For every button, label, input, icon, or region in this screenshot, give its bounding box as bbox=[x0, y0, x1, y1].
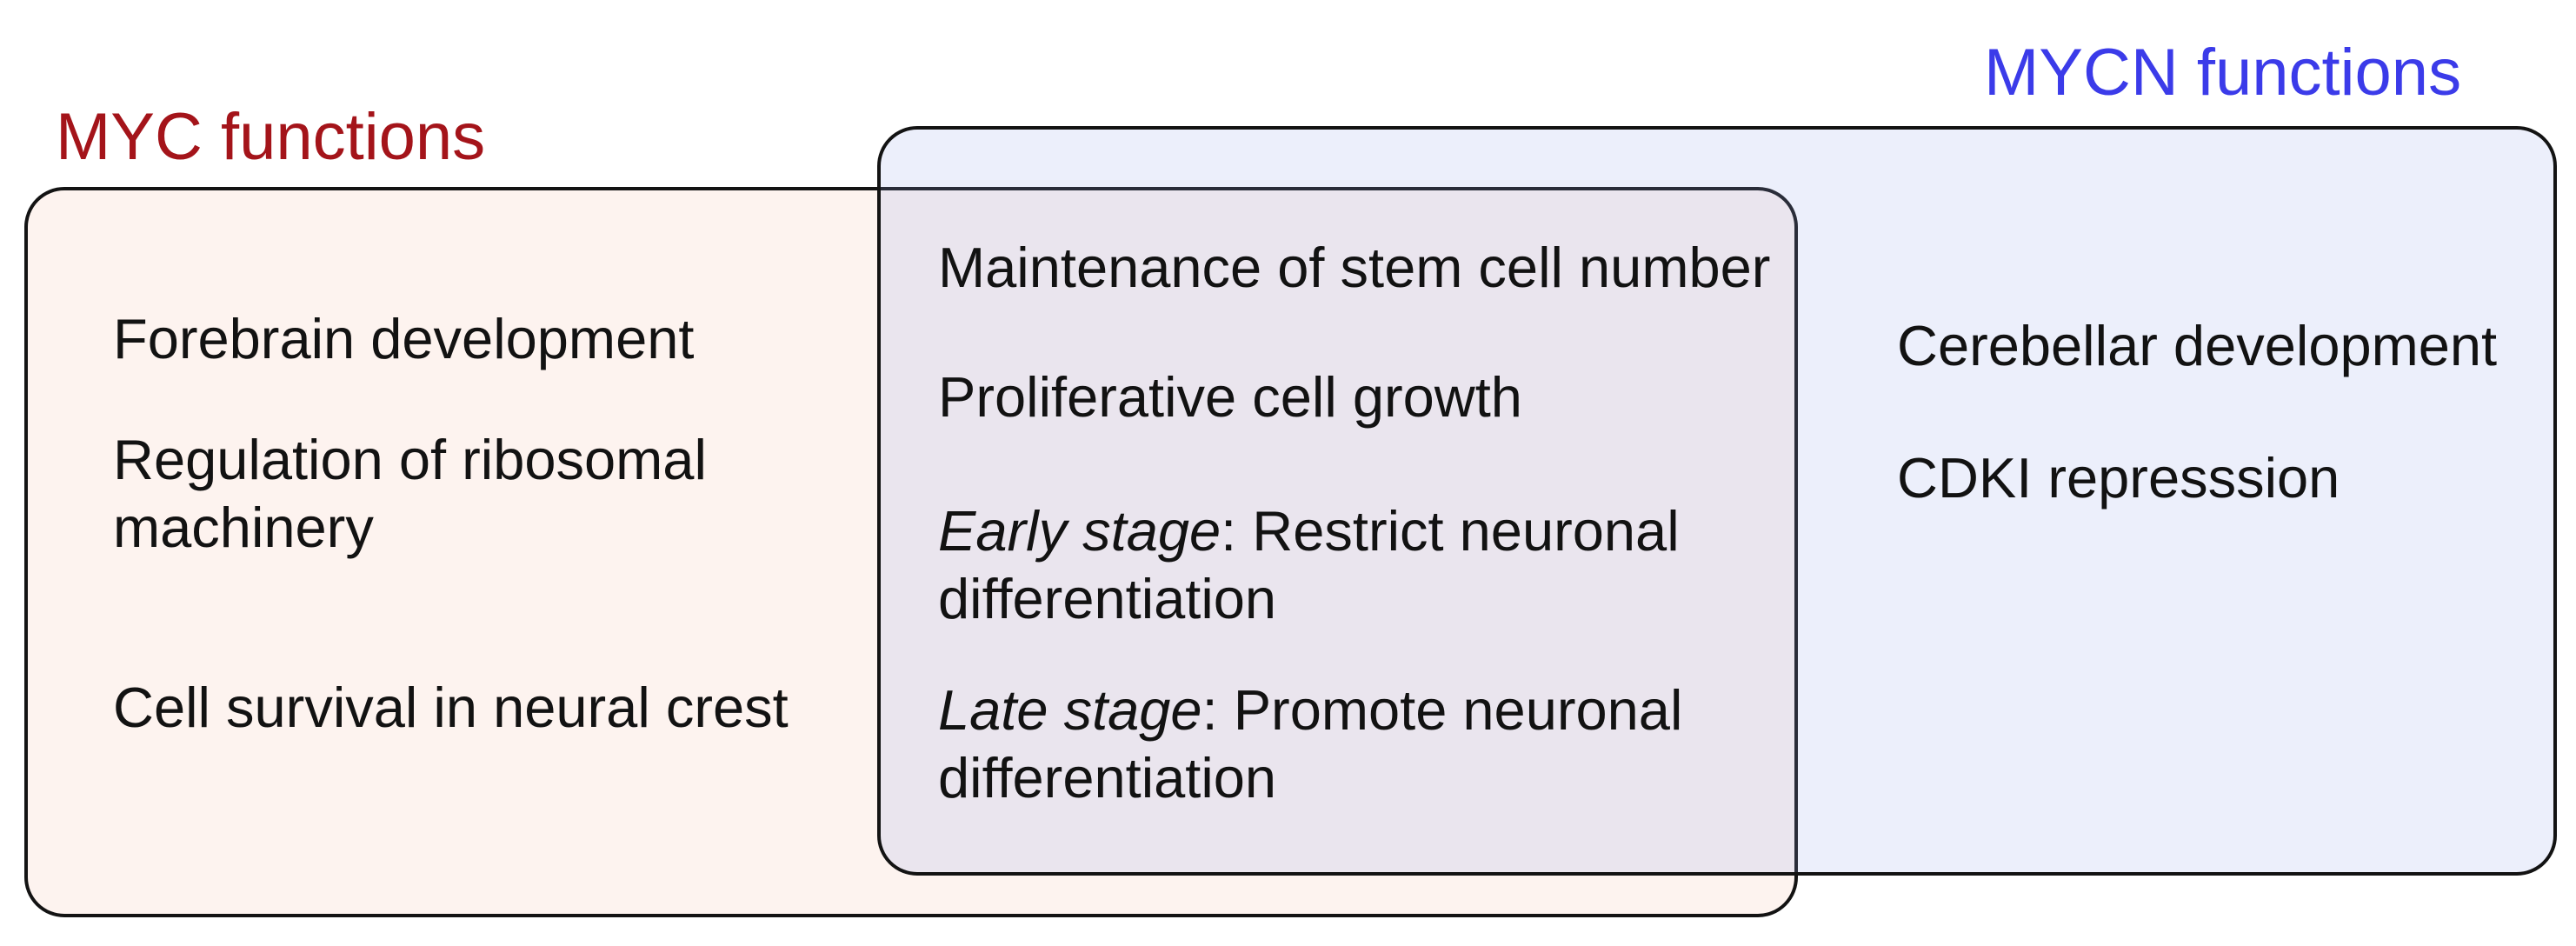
mycn-item-cerebellar: Cerebellar development bbox=[1897, 314, 2498, 377]
mycn-title: MYCN functions bbox=[1984, 36, 2462, 110]
myc-title: MYC functions bbox=[56, 100, 486, 174]
shared-item-early-stage: Early stage: Restrict neuronal different… bbox=[938, 497, 1799, 633]
early-stage-text: : Restrict neuronal differentiation bbox=[938, 499, 1680, 630]
shared-item-stem-cell: Maintenance of stem cell number bbox=[938, 236, 1771, 299]
shared-item-late-stage: Late stage: Promote neuronal differentia… bbox=[938, 676, 1799, 812]
late-stage-text: : Promote neuronal differentiation bbox=[938, 678, 1683, 809]
myc-item-ribosomal: Regulation of ribosomal machinery bbox=[113, 428, 707, 559]
late-stage-label: Late stage bbox=[938, 678, 1202, 742]
early-stage-label: Early stage bbox=[938, 499, 1221, 563]
shared-item-proliferative: Proliferative cell growth bbox=[938, 365, 1522, 429]
myc-item-neural-crest: Cell survival in neural crest bbox=[113, 676, 789, 739]
myc-item-forebrain: Forebrain development bbox=[113, 307, 695, 370]
mycn-region-box bbox=[877, 126, 2557, 876]
mycn-item-cdki: CDKI represssion bbox=[1897, 446, 2340, 510]
myc-region-box bbox=[24, 187, 1798, 917]
